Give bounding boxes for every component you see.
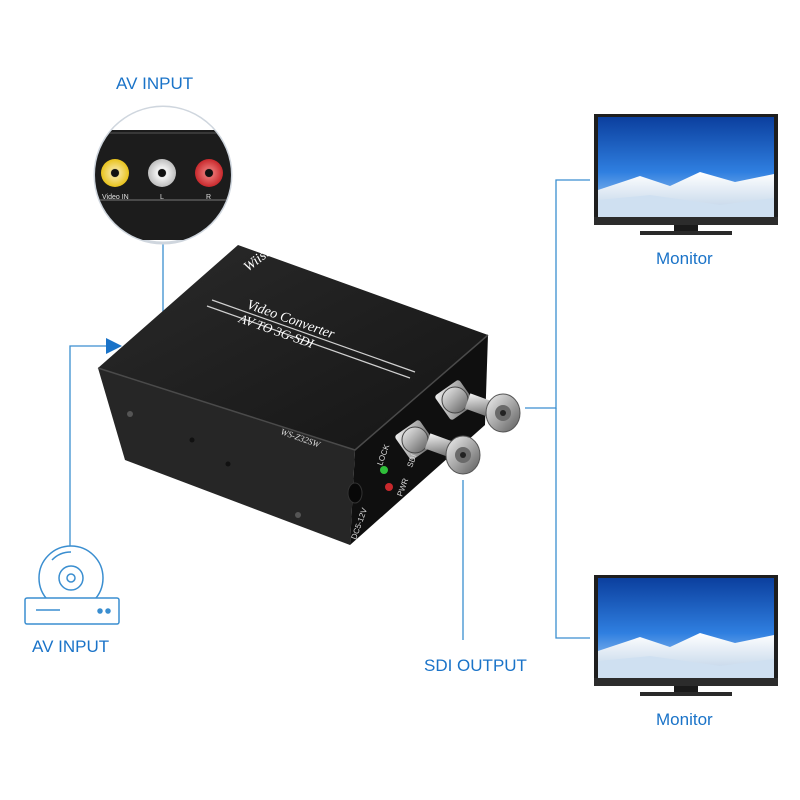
screw-icon [295, 512, 301, 518]
sdi-port-label: SDI [405, 453, 418, 469]
pwr-led-icon [385, 483, 393, 491]
monitor-bottom-label: Monitor [656, 710, 713, 729]
input-arrow-icon [106, 338, 122, 354]
bnc-connector-lower-icon [395, 420, 481, 475]
screw-icon [189, 437, 195, 443]
dc-power-jack-icon [347, 482, 363, 504]
monitor-bottom-connector-line [555, 408, 590, 639]
monitor-top-connector-line [525, 179, 590, 409]
av-source-connector-line [69, 345, 112, 560]
device-side-face [98, 368, 355, 545]
connector-lines [69, 179, 590, 640]
av-panel-left-label: L [160, 194, 164, 201]
av-source-device-icon [24, 545, 120, 625]
sdi-output-label: SDI OUTPUT [424, 656, 527, 675]
bnc-connector-upper-icon [435, 380, 521, 433]
av-input-top-label: AV INPUT [116, 74, 194, 93]
converter-device [97, 245, 489, 545]
av-input-bottom-label: AV INPUT [32, 637, 110, 656]
lock-led-icon [380, 466, 388, 474]
screw-icon [225, 461, 231, 467]
av-panel-video-in-label: Video IN [102, 194, 129, 201]
monitor-bottom-icon [594, 575, 778, 696]
monitor-top-icon [594, 114, 778, 235]
screw-icon [127, 411, 133, 417]
av-panel-right-label: R [206, 194, 211, 201]
monitor-top-label: Monitor [656, 249, 713, 268]
av-input-zoom-circle: Video IN L R [93, 105, 233, 245]
